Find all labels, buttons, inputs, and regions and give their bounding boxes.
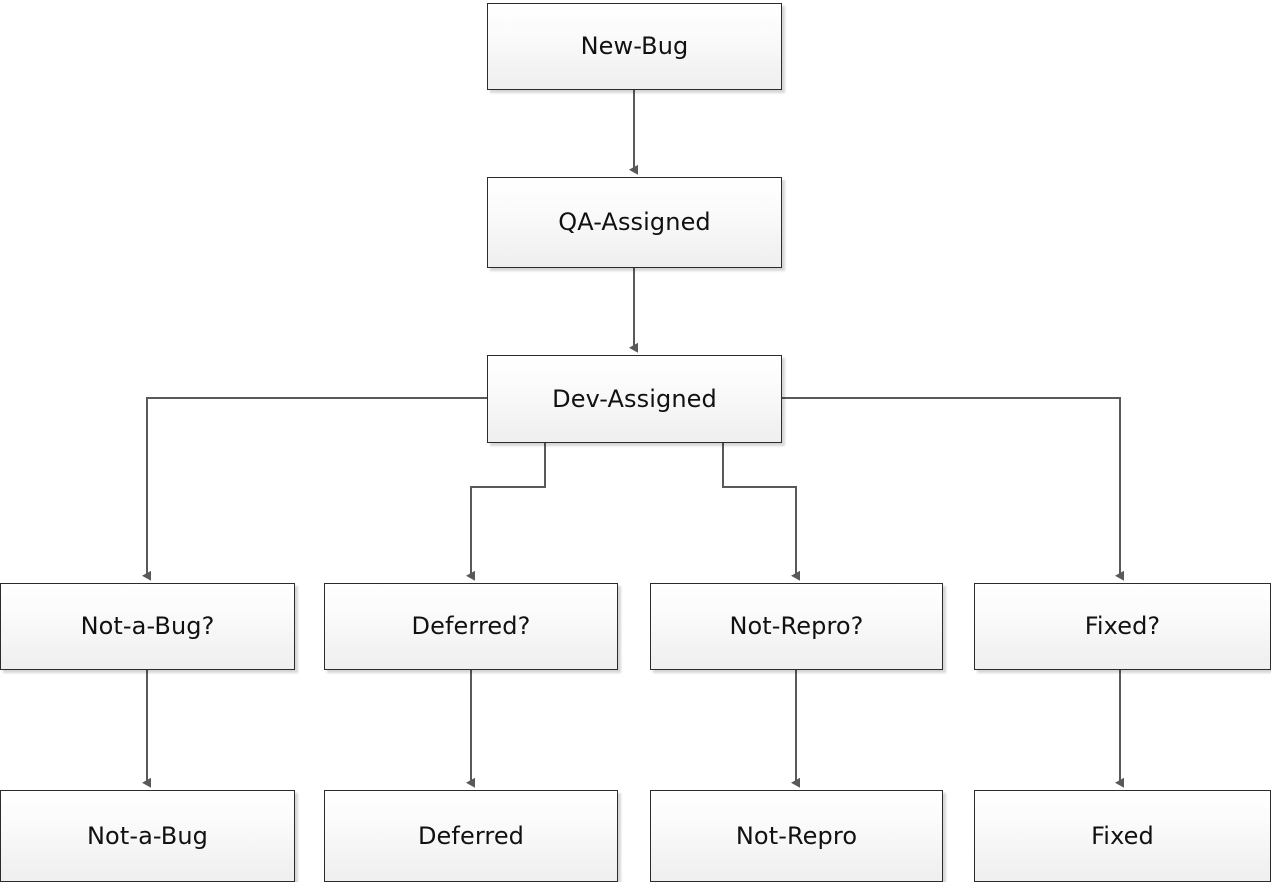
node-label: Fixed — [1091, 821, 1154, 850]
node-qa-assigned[interactable]: QA-Assigned — [487, 177, 782, 268]
node-not-a-bug[interactable]: Not-a-Bug — [0, 790, 295, 882]
node-label: Not-a-Bug — [86, 821, 209, 850]
node-fixed-q[interactable]: Fixed? — [974, 583, 1271, 670]
edge-e-dev-fixed — [782, 397, 1124, 581]
node-label: Not-Repro? — [729, 612, 864, 641]
node-label: Not-Repro — [735, 821, 858, 850]
node-label: Fixed? — [1084, 612, 1161, 641]
node-not-repro-q[interactable]: Not-Repro? — [650, 583, 943, 670]
edge-e-dev-deferred — [466, 443, 546, 581]
node-fixed[interactable]: Fixed — [974, 790, 1271, 882]
edge-e-dev-notabug — [142, 397, 487, 581]
node-dev-assigned[interactable]: Dev-Assigned — [487, 355, 782, 443]
node-not-repro[interactable]: Not-Repro — [650, 790, 943, 882]
node-label: Not-a-Bug? — [80, 612, 215, 641]
node-new-bug[interactable]: New-Bug — [487, 3, 782, 90]
node-label: Dev-Assigned — [552, 384, 717, 413]
node-label: Deferred? — [411, 612, 531, 641]
edge-e-dev-notrepro — [722, 443, 800, 581]
node-label: QA-Assigned — [558, 208, 711, 237]
node-not-a-bug-q[interactable]: Not-a-Bug? — [0, 583, 295, 670]
node-label: New-Bug — [580, 32, 689, 61]
node-deferred[interactable]: Deferred — [324, 790, 618, 882]
node-label: Deferred — [417, 821, 525, 850]
node-deferred-q[interactable]: Deferred? — [324, 583, 618, 670]
